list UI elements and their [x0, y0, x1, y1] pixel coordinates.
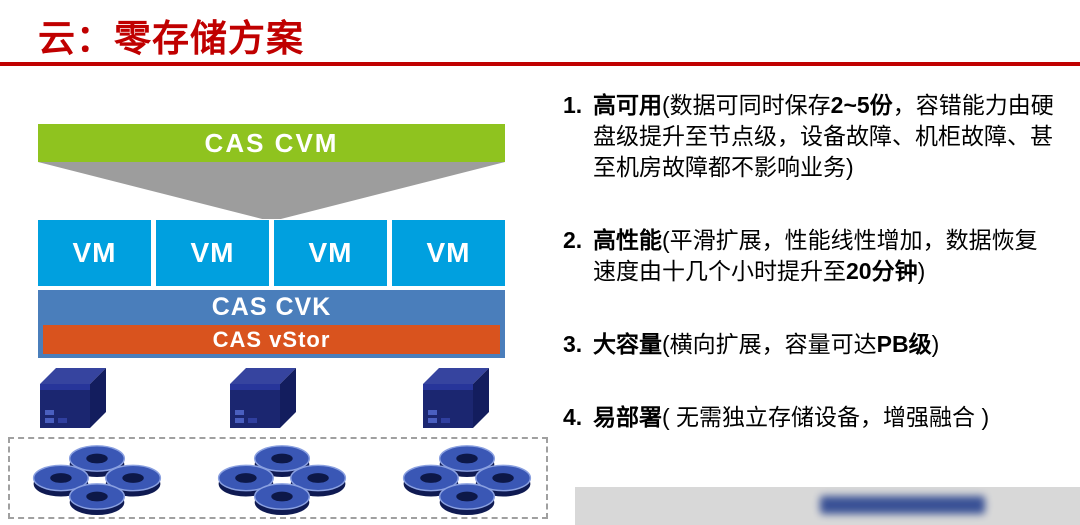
feature-text: PB级	[876, 331, 932, 357]
feature-text: 易部署	[593, 404, 662, 430]
architecture-diagram: CAS CVM VM VM VM VM CAS CVK CAS vStor	[38, 124, 505, 358]
page-title: 云：零存储方案	[38, 18, 304, 59]
feature-text: 高性能	[593, 227, 662, 253]
feature-text: 20分钟	[846, 258, 918, 284]
feature-text: ( 无需独立存储设备，增强融合 )	[662, 404, 990, 430]
feature-number: 4.	[563, 404, 583, 430]
server-icon	[230, 368, 296, 428]
feature-number: 1.	[563, 92, 583, 118]
vm-box: VM	[156, 220, 269, 286]
storage-disk-cluster-icon	[402, 445, 532, 516]
vm-box: VM	[392, 220, 505, 286]
feature-number: 2.	[563, 227, 583, 253]
feature-text: )	[931, 331, 940, 357]
cas-cvk-label: CAS CVK	[211, 292, 332, 321]
feature-text: 高可用	[593, 92, 662, 118]
feature-item: 2. 高性能(平滑扩展，性能线性增加，数据恢复速度由十几个小时提升至20分钟)	[563, 225, 1057, 287]
feature-item: 3. 大容量(横向扩展，容量可达PB级)	[563, 329, 1057, 360]
storage-disk-cluster-icon	[32, 445, 162, 516]
cas-cvm-bar: CAS CVM	[38, 124, 505, 162]
storage-pool-boundary	[8, 437, 548, 519]
feature-text: ，容错能力由硬盘级提升至节点级，设备故障、机柜故障、甚至机房故障都不影响业务)	[593, 92, 1054, 180]
feature-text: 大容量	[593, 331, 662, 357]
feature-text: (平滑扩展，性能线性增加，数据恢复速度由十几个小时提升至	[593, 227, 1038, 284]
server-icon	[40, 368, 106, 428]
cas-vstor-bar: CAS vStor	[43, 325, 500, 354]
server-row	[38, 366, 505, 434]
vm-box: VM	[274, 220, 387, 286]
feature-list: 1. 高可用(数据可同时保存2~5份，容错能力由硬盘级提升至节点级，设备故障、机柜…	[563, 90, 1057, 475]
vm-row: VM VM VM VM	[38, 220, 505, 286]
feature-text: (横向扩展，容量可达	[662, 331, 877, 357]
vm-box: VM	[38, 220, 151, 286]
feature-text: )	[917, 258, 926, 284]
funnel-connector	[38, 162, 505, 219]
feature-text: (数据可同时保存	[662, 92, 831, 118]
title-underline	[0, 62, 1080, 66]
feature-item: 1. 高可用(数据可同时保存2~5份，容错能力由硬盘级提升至节点级，设备故障、机柜…	[563, 90, 1057, 183]
feature-item: 4. 易部署( 无需独立存储设备，增强融合 )	[563, 402, 1057, 433]
feature-text: 2~5份	[830, 92, 893, 118]
watermark	[575, 487, 1080, 525]
watermark-text-blur	[820, 496, 985, 514]
storage-disk-cluster-icon	[217, 445, 347, 516]
feature-number: 3.	[563, 331, 583, 357]
server-icon	[423, 368, 489, 428]
cas-cvk-bar: CAS CVK CAS vStor	[38, 290, 505, 358]
